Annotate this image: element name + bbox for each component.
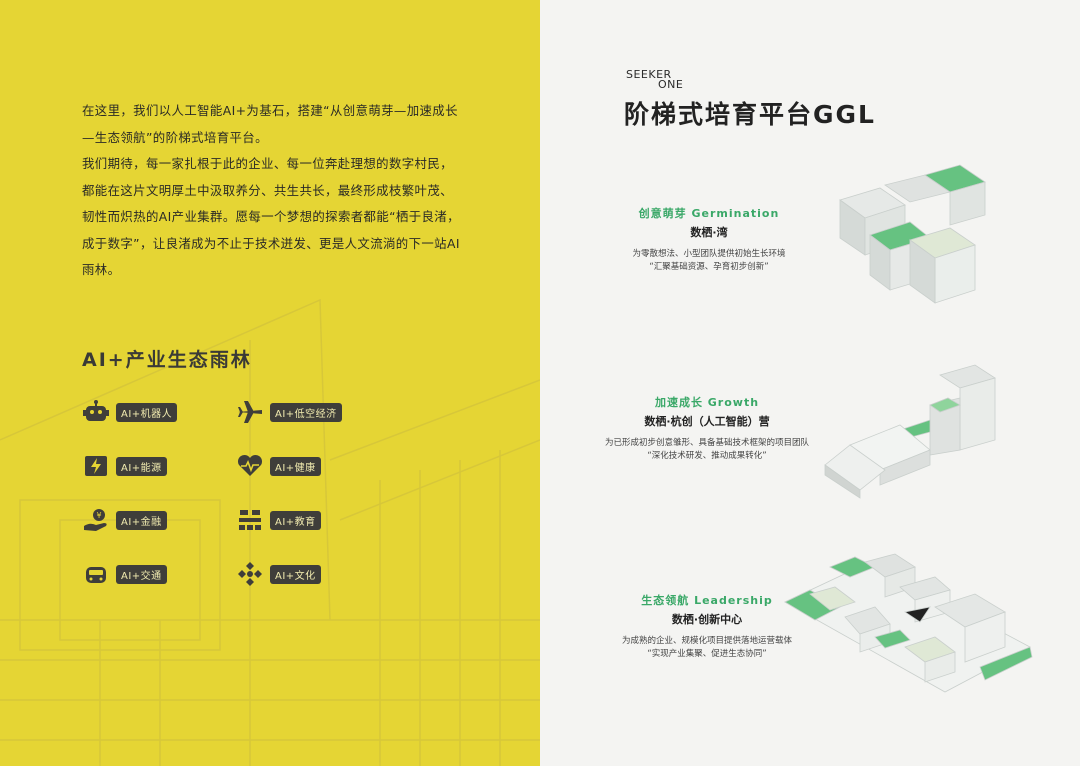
stage-title: 加速成长 Growth — [654, 396, 760, 409]
left-panel: 在这里，我们以人工智能AI+为基石，搭建“从创意萌芽—加速成长—生态领航”的阶梯… — [0, 0, 540, 766]
stage-desc-quote: “实现产业集聚、促进生态协同” — [647, 649, 767, 659]
industry-health: AI+健康 — [236, 452, 321, 480]
industry-label: AI+文化 — [270, 564, 321, 584]
stage-desc-line: 为已形成初步创意雏形、具备基础技术框架的项目团队 — [604, 438, 809, 448]
stage-desc-quote: “汇聚基础资源、孕育初步创新” — [649, 262, 769, 272]
industry-low-altitude: AI+低空经济 — [236, 398, 342, 426]
stage-growth: 加速成长 Growth 数栖·杭创（人工智能）营 为已形成初步创意雏形、具备基础… — [557, 394, 857, 463]
industry-transport: AI+交通 — [82, 560, 167, 588]
car-icon — [86, 567, 106, 583]
airplane-icon — [238, 401, 262, 423]
section-title: AI+产业生态雨林 — [82, 349, 252, 371]
industry-culture: AI+文化 — [236, 560, 321, 588]
industry-label: AI+机器人 — [116, 402, 178, 422]
culture-icon — [238, 562, 262, 586]
health-icon — [237, 454, 263, 476]
industry-label: AI+交通 — [116, 564, 167, 584]
stage-desc-line: 为成熟的企业、规模化项目提供落地运营载体 — [621, 636, 792, 646]
industry-robot: AI+机器人 — [82, 398, 178, 426]
energy-icon — [85, 456, 107, 476]
industry-label: AI+教育 — [270, 510, 321, 530]
stage-subtitle: 数栖·杭创（人工智能）营 — [644, 415, 770, 428]
stage-desc-line: 为零散想法、小型团队提供初始生长环境 — [632, 249, 786, 259]
industry-label: AI+能源 — [116, 456, 167, 476]
intro-text: 在这里，我们以人工智能AI+为基石，搭建“从创意萌芽—加速成长—生态领航”的阶梯… — [82, 98, 462, 284]
stage-description: 为已形成初步创意雏形、具备基础技术框架的项目团队 “深化技术研发、推动成果转化” — [557, 437, 857, 463]
robot-icon — [83, 400, 109, 421]
stage-description: 为成熟的企业、规模化项目提供落地运营载体 “实现产业集聚、促进生态协同” — [557, 635, 857, 661]
finance-icon: ¥ — [84, 509, 107, 531]
industry-finance: ¥ AI+金融 — [82, 506, 167, 534]
stage-title: 生态领航 Leadership — [641, 594, 773, 607]
germination-building-illustration — [839, 164, 986, 304]
industry-energy: AI+能源 — [82, 452, 167, 480]
industry-label: AI+金融 — [116, 510, 167, 530]
industry-label: AI+健康 — [270, 456, 321, 476]
industry-label: AI+低空经济 — [270, 402, 342, 422]
leadership-campus-illustration — [784, 553, 1033, 693]
page-title: 阶梯式培育平台GGL — [624, 100, 876, 129]
right-panel: SEEKER ONE 阶梯式培育平台GGL 创意萌芽 Germination 数… — [540, 0, 1080, 766]
industry-education: AI+教育 — [236, 506, 321, 534]
stage-germination: 创意萌芽 Germination 数栖·湾 为零散想法、小型团队提供初始生长环境… — [559, 205, 859, 274]
background-line-art — [0, 298, 540, 766]
stage-title: 创意萌芽 Germination — [638, 207, 780, 220]
intro-paragraph-2: 我们期待，每一家扎根于此的企业、每一位奔赴理想的数字村民，都能在这片文明厚土中汲… — [82, 156, 460, 277]
brand-logo: SEEKER ONE — [626, 68, 684, 91]
brand-top: SEEKER — [626, 68, 672, 81]
stage-subtitle: 数栖·湾 — [690, 226, 728, 239]
stage-desc-quote: “深化技术研发、推动成果转化” — [647, 451, 767, 461]
growth-building-illustration — [824, 364, 996, 499]
stage-description: 为零散想法、小型团队提供初始生长环境 “汇聚基础资源、孕育初步创新” — [559, 248, 859, 274]
brand-bottom: ONE — [658, 78, 684, 91]
stage-subtitle: 数栖·创新中心 — [671, 613, 743, 626]
svg-text:¥: ¥ — [96, 511, 101, 520]
intro-paragraph-1: 在这里，我们以人工智能AI+为基石，搭建“从创意萌芽—加速成长—生态领航”的阶梯… — [82, 103, 458, 145]
stage-leadership: 生态领航 Leadership 数栖·创新中心 为成熟的企业、规模化项目提供落地… — [557, 592, 857, 661]
education-icon — [239, 510, 261, 530]
